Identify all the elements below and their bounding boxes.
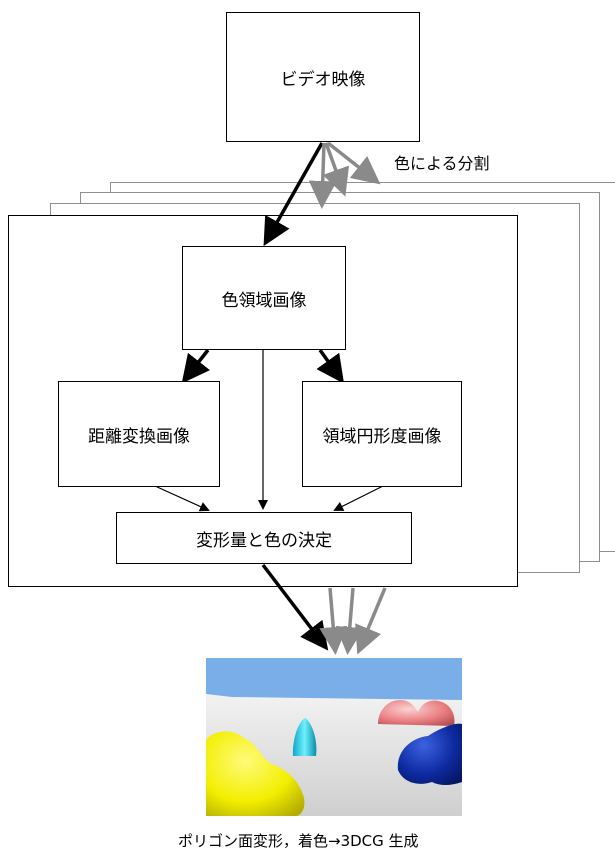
arrow-roundness-to-decision	[333, 485, 384, 511]
node-decision: 変形量と色の決定	[116, 512, 412, 564]
node-video: ビデオ映像	[226, 12, 420, 142]
node-roundness-label: 領域円形度画像	[322, 426, 442, 447]
node-decision-label: 変形量と色の決定	[196, 530, 332, 551]
node-color-region-label: 色領域画像	[221, 290, 307, 311]
arrow-layer-4-to-3dcg	[355, 587, 387, 655]
arrow-video-to-layer-4	[326, 141, 381, 185]
arrow-region-to-roundness	[316, 348, 345, 384]
node-distance-transform: 距離変換画像	[58, 381, 220, 487]
arrow-video-to-region	[263, 142, 324, 247]
node-video-label: ビデオ映像	[280, 69, 366, 90]
node-color-region: 色領域画像	[182, 246, 346, 350]
arrow-layer-3-to-3dcg	[335, 587, 364, 655]
node-roundness: 領域円形度画像	[302, 381, 462, 487]
arrow-decision-to-3dcg	[261, 563, 329, 651]
label-3dcg-output: ポリゴン面変形，着色→3DCG 生成	[178, 832, 419, 850]
node-distance-transform-label: 距離変換画像	[88, 426, 190, 447]
label-color-split: 色による分割	[394, 154, 490, 173]
arrow-video-to-layer-3	[322, 142, 350, 197]
arrow-layer-2-to-3dcg	[319, 587, 348, 655]
arrow-distance-to-decision	[154, 485, 210, 512]
arrow-region-to-distance	[181, 348, 210, 384]
